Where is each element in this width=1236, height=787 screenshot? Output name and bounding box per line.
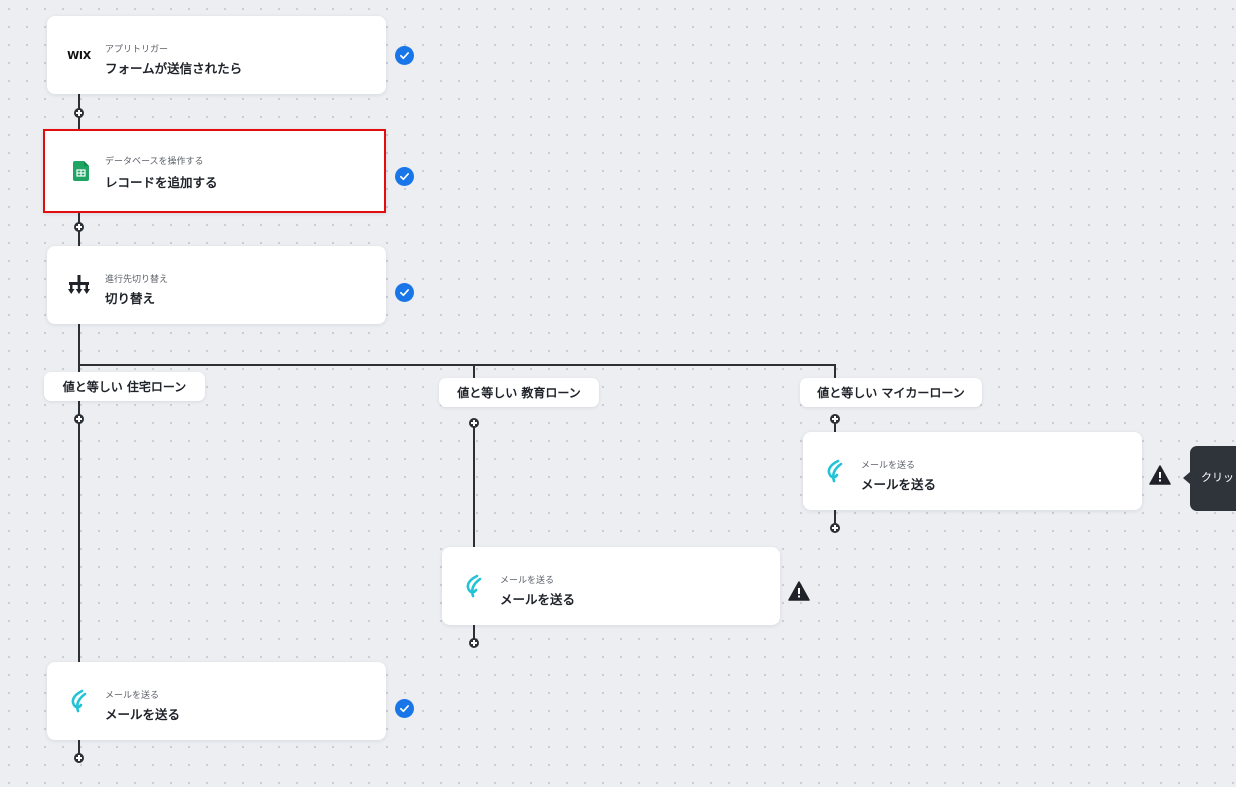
connector-line bbox=[834, 364, 836, 379]
google-sheets-icon bbox=[69, 159, 93, 183]
tooltip-text: クリッ bbox=[1201, 471, 1234, 484]
step-title: 切り替え bbox=[105, 291, 156, 306]
mail-send-icon bbox=[67, 689, 91, 713]
step-subtitle: メールを送る bbox=[105, 691, 160, 701]
step-title: レコードを追加する bbox=[105, 175, 218, 190]
branch-label-education-loan[interactable]: 値と等しい 教育ローン bbox=[439, 378, 599, 407]
check-icon bbox=[395, 283, 414, 302]
add-step-button[interactable] bbox=[830, 523, 840, 533]
step-subtitle: メールを送る bbox=[861, 461, 916, 471]
step-subtitle: データベースを操作する bbox=[105, 157, 204, 167]
tooltip: クリッ bbox=[1183, 446, 1236, 511]
step-title: メールを送る bbox=[105, 707, 181, 722]
connector-line bbox=[834, 420, 836, 433]
add-step-button[interactable] bbox=[74, 753, 84, 763]
step-subtitle: アプリトリガー bbox=[105, 45, 169, 55]
check-icon bbox=[395, 167, 414, 186]
check-icon bbox=[395, 699, 414, 718]
connector-line bbox=[473, 625, 475, 643]
add-step-button[interactable] bbox=[74, 108, 84, 118]
step-card-send-mail-education[interactable]: メールを送る メールを送る bbox=[442, 547, 780, 625]
connector-line bbox=[473, 420, 475, 548]
step-card-switch[interactable]: 進行先切り替え 切り替え bbox=[47, 246, 386, 324]
step-card-add-record[interactable]: データベースを操作する レコードを追加する bbox=[43, 129, 386, 213]
connector-line bbox=[78, 740, 80, 758]
branch-label-car-loan[interactable]: 値と等しい マイカーローン bbox=[800, 378, 982, 407]
warning-icon[interactable] bbox=[788, 581, 810, 601]
step-subtitle: 進行先切り替え bbox=[105, 275, 169, 285]
branch-connector-line bbox=[78, 364, 835, 366]
step-subtitle: メールを送る bbox=[500, 576, 555, 586]
connector-line bbox=[834, 510, 836, 528]
step-title: フォームが送信されたら bbox=[105, 61, 243, 76]
branch-label-housing-loan[interactable]: 値と等しい 住宅ローン bbox=[44, 372, 205, 401]
add-step-button[interactable] bbox=[830, 414, 840, 424]
branch-switch-icon bbox=[67, 273, 91, 297]
mail-send-icon bbox=[823, 459, 847, 483]
wix-logo-icon: WIX bbox=[67, 48, 91, 62]
step-title: メールを送る bbox=[500, 592, 576, 607]
add-step-button[interactable] bbox=[469, 638, 479, 648]
add-step-button[interactable] bbox=[469, 418, 479, 428]
step-title: メールを送る bbox=[861, 477, 937, 492]
check-icon bbox=[395, 46, 414, 65]
step-card-send-mail-car[interactable]: メールを送る メールを送る bbox=[803, 432, 1142, 510]
connector-line bbox=[78, 323, 80, 663]
step-card-send-mail-housing[interactable]: メールを送る メールを送る bbox=[47, 662, 386, 740]
connector-line bbox=[473, 364, 475, 379]
add-step-button[interactable] bbox=[74, 414, 84, 424]
warning-icon[interactable] bbox=[1149, 465, 1171, 485]
step-card-form-trigger[interactable]: WIX アプリトリガー フォームが送信されたら bbox=[47, 16, 386, 94]
mail-send-icon bbox=[462, 574, 486, 598]
add-step-button[interactable] bbox=[74, 222, 84, 232]
